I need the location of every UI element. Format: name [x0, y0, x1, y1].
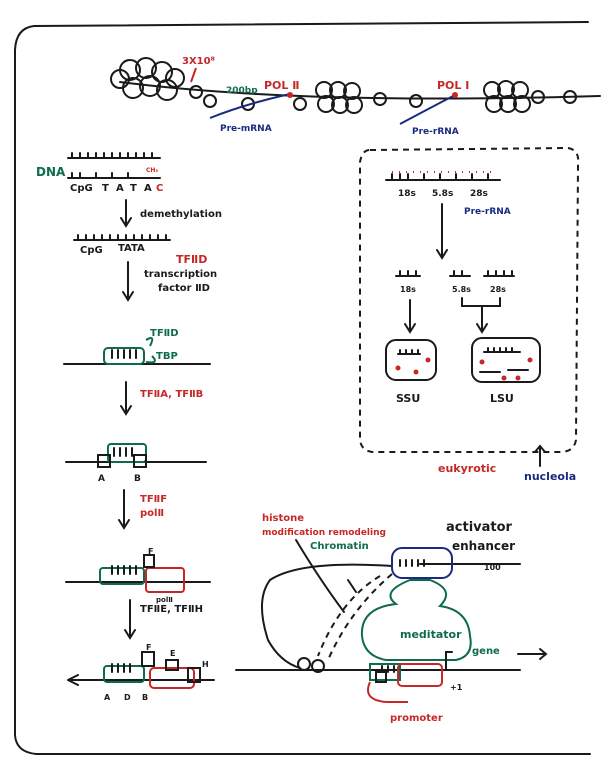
ab-complex	[65, 443, 207, 468]
nucleolus-arrow-3	[461, 297, 501, 334]
pre-mrna-strand	[209, 93, 291, 119]
gene-direction-arrow	[517, 648, 548, 660]
ssu-label: SSU	[396, 392, 420, 405]
dashed-arrow-2	[327, 573, 393, 661]
arrow-5	[124, 599, 136, 640]
nucleosome-cluster-middle	[315, 81, 363, 114]
chromatin-strand	[110, 57, 601, 125]
gene-label: gene	[472, 646, 500, 657]
pol2-left-label: polⅡ	[140, 508, 164, 519]
tfiie-h-label: TFⅡE, TFⅡH	[140, 604, 203, 615]
split-18s: 18s	[400, 285, 416, 294]
final-e: E	[170, 649, 175, 658]
seq2-tata: TATA	[118, 243, 145, 254]
arrow-4	[118, 489, 130, 530]
plus1-label: +1	[450, 683, 463, 692]
pre-rrna-nucleolus: Pre-rRNA	[464, 207, 511, 217]
pre-mrna-label: Pre-mRNA	[220, 124, 272, 134]
arrow-1	[120, 199, 132, 228]
nucleolus-arrow-2	[404, 299, 416, 334]
lsu-label: LSU	[490, 392, 514, 405]
seq1-t1: T	[102, 183, 109, 194]
rrna-28s: 28s	[470, 189, 488, 199]
box-a-label: A	[98, 474, 105, 484]
rrna-58s: 5.8s	[432, 189, 453, 199]
nucleolus-boundary	[359, 146, 580, 453]
rrna-18s: 18s	[398, 189, 416, 199]
arrow-3	[120, 381, 132, 416]
chromatin-arrow	[347, 579, 357, 593]
nucleolus-arrow-1	[436, 203, 448, 260]
pol2-label: POL Ⅱ	[264, 79, 300, 92]
tbp-label: TBP	[156, 351, 178, 362]
ch3-label: CH₃	[146, 167, 158, 174]
modification-label: modification remodeling	[262, 528, 386, 538]
final-h: H	[202, 660, 209, 669]
count-arrow	[190, 67, 197, 83]
distance-label: 100	[484, 563, 501, 572]
split-58s: 5.8s	[452, 285, 471, 294]
pol2-dot	[287, 92, 293, 98]
pre-rrna-label: Pre-rRNA	[412, 127, 459, 137]
demethylation-label: demethylation	[140, 209, 222, 220]
histone-label: histone	[262, 513, 304, 524]
seq1-a1: A	[116, 183, 124, 194]
chromatin-label: Chromatin	[310, 541, 369, 552]
arrow-2	[122, 261, 134, 302]
full-complex	[67, 651, 215, 689]
dashed-arrow-1	[317, 575, 381, 657]
dna-label: DNA	[36, 165, 66, 179]
final-d: D	[124, 693, 131, 702]
pre-rrna-strand	[399, 94, 456, 125]
factor-label: factor ⅡD	[158, 283, 210, 294]
tfiid-label-2: TFⅡD	[150, 328, 179, 339]
nucleosome-cluster-left	[110, 57, 185, 101]
tfiid-label: TFⅡD	[176, 253, 207, 266]
enhancer-loop	[235, 547, 521, 703]
eukaryotic-label: eukyrotic	[438, 462, 496, 475]
transcription-label: transcription	[144, 269, 217, 280]
pol1-dot	[452, 92, 458, 98]
seq1-t2: T	[130, 183, 137, 194]
nucleosome-cluster-right	[483, 80, 531, 113]
pol2-small-label: polⅡ	[156, 596, 173, 604]
count-label: 3X10⁸	[182, 56, 215, 67]
box-b-label: B	[134, 474, 141, 484]
f-mark: F	[148, 547, 153, 556]
mediator-label: meditator	[400, 628, 462, 641]
pol1-label: POL Ⅰ	[437, 79, 469, 92]
tfiif-label: TFⅡF	[140, 494, 167, 505]
enhancer-label: enhancer	[452, 539, 515, 553]
seq2-cpg: CpG	[80, 245, 103, 256]
tfiia-b-label: TFⅡA, TFⅡB	[140, 389, 203, 400]
promoter-label: promoter	[390, 713, 443, 724]
histone-arrow	[295, 539, 345, 613]
nucleola-label: nucleola	[524, 470, 576, 483]
seq1-c: C	[156, 183, 163, 194]
tfiid-complex	[63, 337, 211, 365]
nucleola-arrow	[534, 444, 546, 467]
page-border	[14, 21, 591, 755]
bp-label: 200bp	[226, 86, 258, 96]
final-f: F	[146, 643, 151, 652]
final-a: A	[104, 693, 111, 702]
ssu-box	[385, 339, 437, 381]
activator-label: activator	[446, 520, 513, 535]
seq1-cpg: CpG	[70, 183, 93, 194]
lsu-box	[471, 337, 541, 383]
pol2-complex	[65, 554, 211, 593]
final-b: B	[142, 693, 148, 702]
pre-rrna-gene	[385, 171, 501, 181]
dna-seq2	[73, 234, 171, 241]
seq1-a2: A	[144, 183, 152, 194]
split-rrna	[395, 270, 515, 277]
split-28s: 28s	[490, 285, 506, 294]
dna-seq1	[67, 152, 161, 179]
